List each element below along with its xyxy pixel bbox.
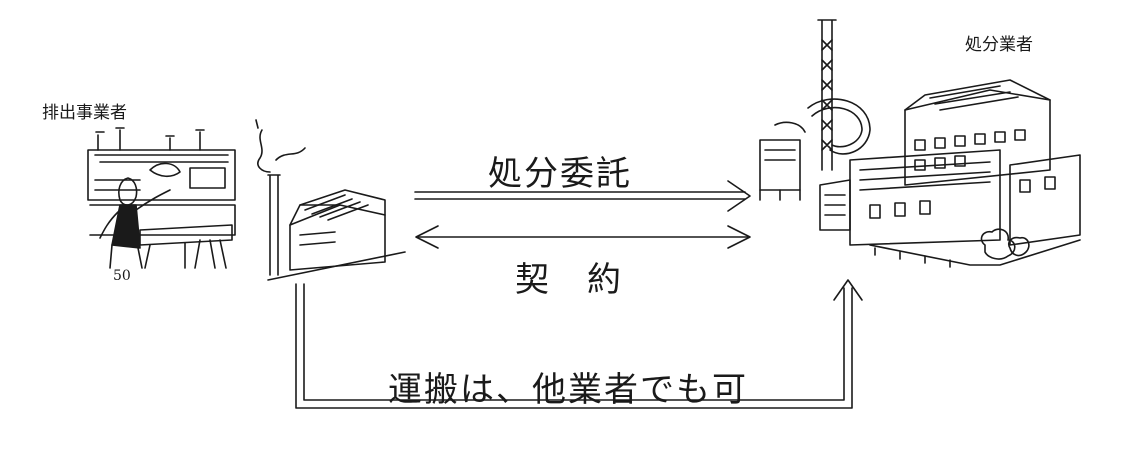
consignment-label: 処分委託	[488, 154, 632, 194]
disposer-plant-illustration	[759, 19, 1081, 268]
worker-illustration	[87, 127, 236, 269]
disposer-label: 処分業者	[965, 35, 1033, 55]
discharger-factory-illustration	[255, 119, 406, 281]
consignment-arrow	[414, 180, 751, 212]
transport-label: 運搬は、他業者でも可	[388, 370, 748, 410]
contract-arrow	[415, 225, 751, 249]
discharger-label: 排出事業者	[42, 103, 127, 123]
contract-label: 契 約	[515, 260, 623, 300]
transport-path	[295, 279, 863, 409]
worker-sign-number: 50	[113, 268, 131, 284]
